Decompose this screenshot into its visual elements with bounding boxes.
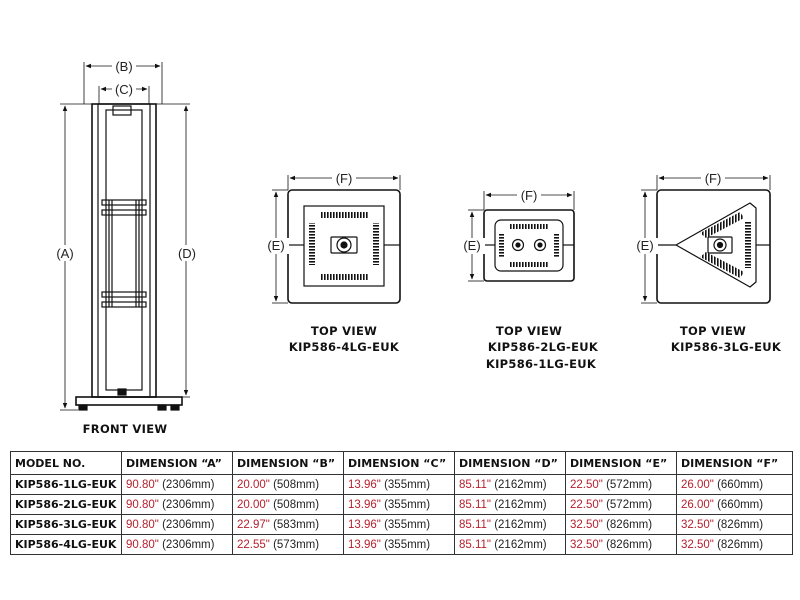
dim-f-label: (F) [705, 171, 722, 186]
dim-b-cell: 20.00" (508mm) [232, 494, 344, 515]
dim-d-cell: 85.11" (2162mm) [454, 534, 566, 555]
col-header-dim-c: DIMENSION “C” [343, 451, 455, 475]
leveling-foot [170, 404, 180, 411]
dim-a-cell: 90.80" (2306mm) [121, 534, 233, 555]
top-view-caption-title: TOP VIEW [311, 324, 377, 338]
model-cell: KIP586-3LG-EUK [10, 514, 122, 535]
col-header-dim-e: DIMENSION “E” [565, 451, 677, 475]
dim-e-label: (E) [463, 238, 480, 253]
dim-c-cell: 13.96" (355mm) [343, 514, 455, 535]
fan-icon [511, 238, 525, 252]
model-cell: KIP586-2LG-EUK [10, 494, 122, 515]
table-row: KIP586-2LG-EUK 90.80" (2306mm) 20.00" (5… [10, 494, 793, 515]
dim-f-label: (F) [336, 171, 353, 186]
dim-e-cell: 32.50" (826mm) [565, 534, 677, 555]
top-view-caption-title: TOP VIEW [496, 324, 562, 338]
dim-a-cell: 90.80" (2306mm) [121, 474, 233, 495]
dim-e-label: (E) [636, 238, 653, 253]
dim-c-cell: 13.96" (355mm) [343, 474, 455, 495]
dim-d-cell: 85.11" (2162mm) [454, 494, 566, 515]
dim-f-label: (F) [521, 188, 538, 203]
top-view-2lg [468, 191, 575, 282]
dim-e-cell: 32.50" (826mm) [565, 514, 677, 535]
dim-d-cell: 85.11" (2162mm) [454, 514, 566, 535]
dim-b-cell: 22.55" (573mm) [232, 534, 344, 555]
dim-e-label: (E) [267, 238, 284, 253]
col-header-dim-f: DIMENSION “F” [676, 451, 793, 475]
ceiling-panel [303, 205, 385, 287]
table-row: KIP586-1LG-EUK 90.80" (2306mm) 20.00" (5… [10, 474, 793, 495]
col-header-model: MODEL NO. [10, 451, 122, 475]
model-cell: KIP586-4LG-EUK [10, 534, 122, 555]
dim-c-cell: 13.96" (355mm) [343, 534, 455, 555]
top-view-caption-model: KIP586-3LG-EUK [671, 340, 782, 354]
dim-f-cell: 32.50" (826mm) [676, 514, 793, 535]
dimension-drawing: (B) (C) (A) (D) FRONT VIEW (F) (E) TOP V… [56, 59, 782, 436]
top-view-caption-model: KIP586-2LG-EUK [488, 340, 599, 354]
dim-d-label: (D) [178, 246, 196, 261]
table-row: KIP586-4LG-EUK 90.80" (2306mm) 22.55" (5… [10, 534, 793, 555]
dim-b-label: (B) [115, 59, 132, 74]
dim-f-cell: 26.00" (660mm) [676, 474, 793, 495]
col-header-dim-d: DIMENSION “D” [454, 451, 566, 475]
front-view [60, 62, 190, 411]
dim-a-label: (A) [56, 246, 73, 261]
dim-a-cell: 90.80" (2306mm) [121, 494, 233, 515]
dim-e-cell: 22.50" (572mm) [565, 494, 677, 515]
top-view-caption-title: TOP VIEW [680, 324, 746, 338]
leveling-foot [157, 404, 167, 411]
front-view-caption: FRONT VIEW [83, 422, 168, 436]
mounting-bracket [101, 199, 147, 308]
camera-module [112, 105, 132, 116]
top-view-3lg [641, 175, 771, 304]
dim-e-cell: 22.50" (572mm) [565, 474, 677, 495]
fan-icon [713, 238, 727, 252]
dim-f-cell: 26.00" (660mm) [676, 494, 793, 515]
base-plate [75, 396, 183, 406]
dim-d-cell: 85.11" (2162mm) [454, 474, 566, 495]
col-header-dim-a: DIMENSION “A” [121, 451, 233, 475]
model-cell: KIP586-1LG-EUK [10, 474, 122, 495]
dim-a-cell: 90.80" (2306mm) [121, 514, 233, 535]
leveling-foot [78, 404, 88, 411]
top-view-4lg [272, 175, 401, 304]
top-view-caption-model: KIP586-1LG-EUK [486, 357, 597, 371]
table-row: KIP586-3LG-EUK 90.80" (2306mm) 22.97" (5… [10, 514, 793, 535]
dim-c-cell: 13.96" (355mm) [343, 494, 455, 515]
table-header-row: MODEL NO. DIMENSION “A” DIMENSION “B” DI… [10, 451, 793, 475]
dim-b-cell: 22.97" (583mm) [232, 514, 344, 535]
dim-c-label: (C) [115, 82, 133, 97]
dim-b-cell: 20.00" (508mm) [232, 474, 344, 495]
ceiling-panel [675, 202, 757, 288]
dim-f-cell: 32.50" (826mm) [676, 534, 793, 555]
top-view-caption-model: KIP586-4LG-EUK [289, 340, 400, 354]
top-view-outline [656, 189, 771, 304]
col-header-dim-b: DIMENSION “B” [232, 451, 344, 475]
kiosk-outer-frame [91, 103, 157, 398]
fan-icon [533, 238, 547, 252]
dimension-table: MODEL NO. DIMENSION “A” DIMENSION “B” DI… [10, 451, 793, 555]
fan-icon [336, 237, 352, 253]
